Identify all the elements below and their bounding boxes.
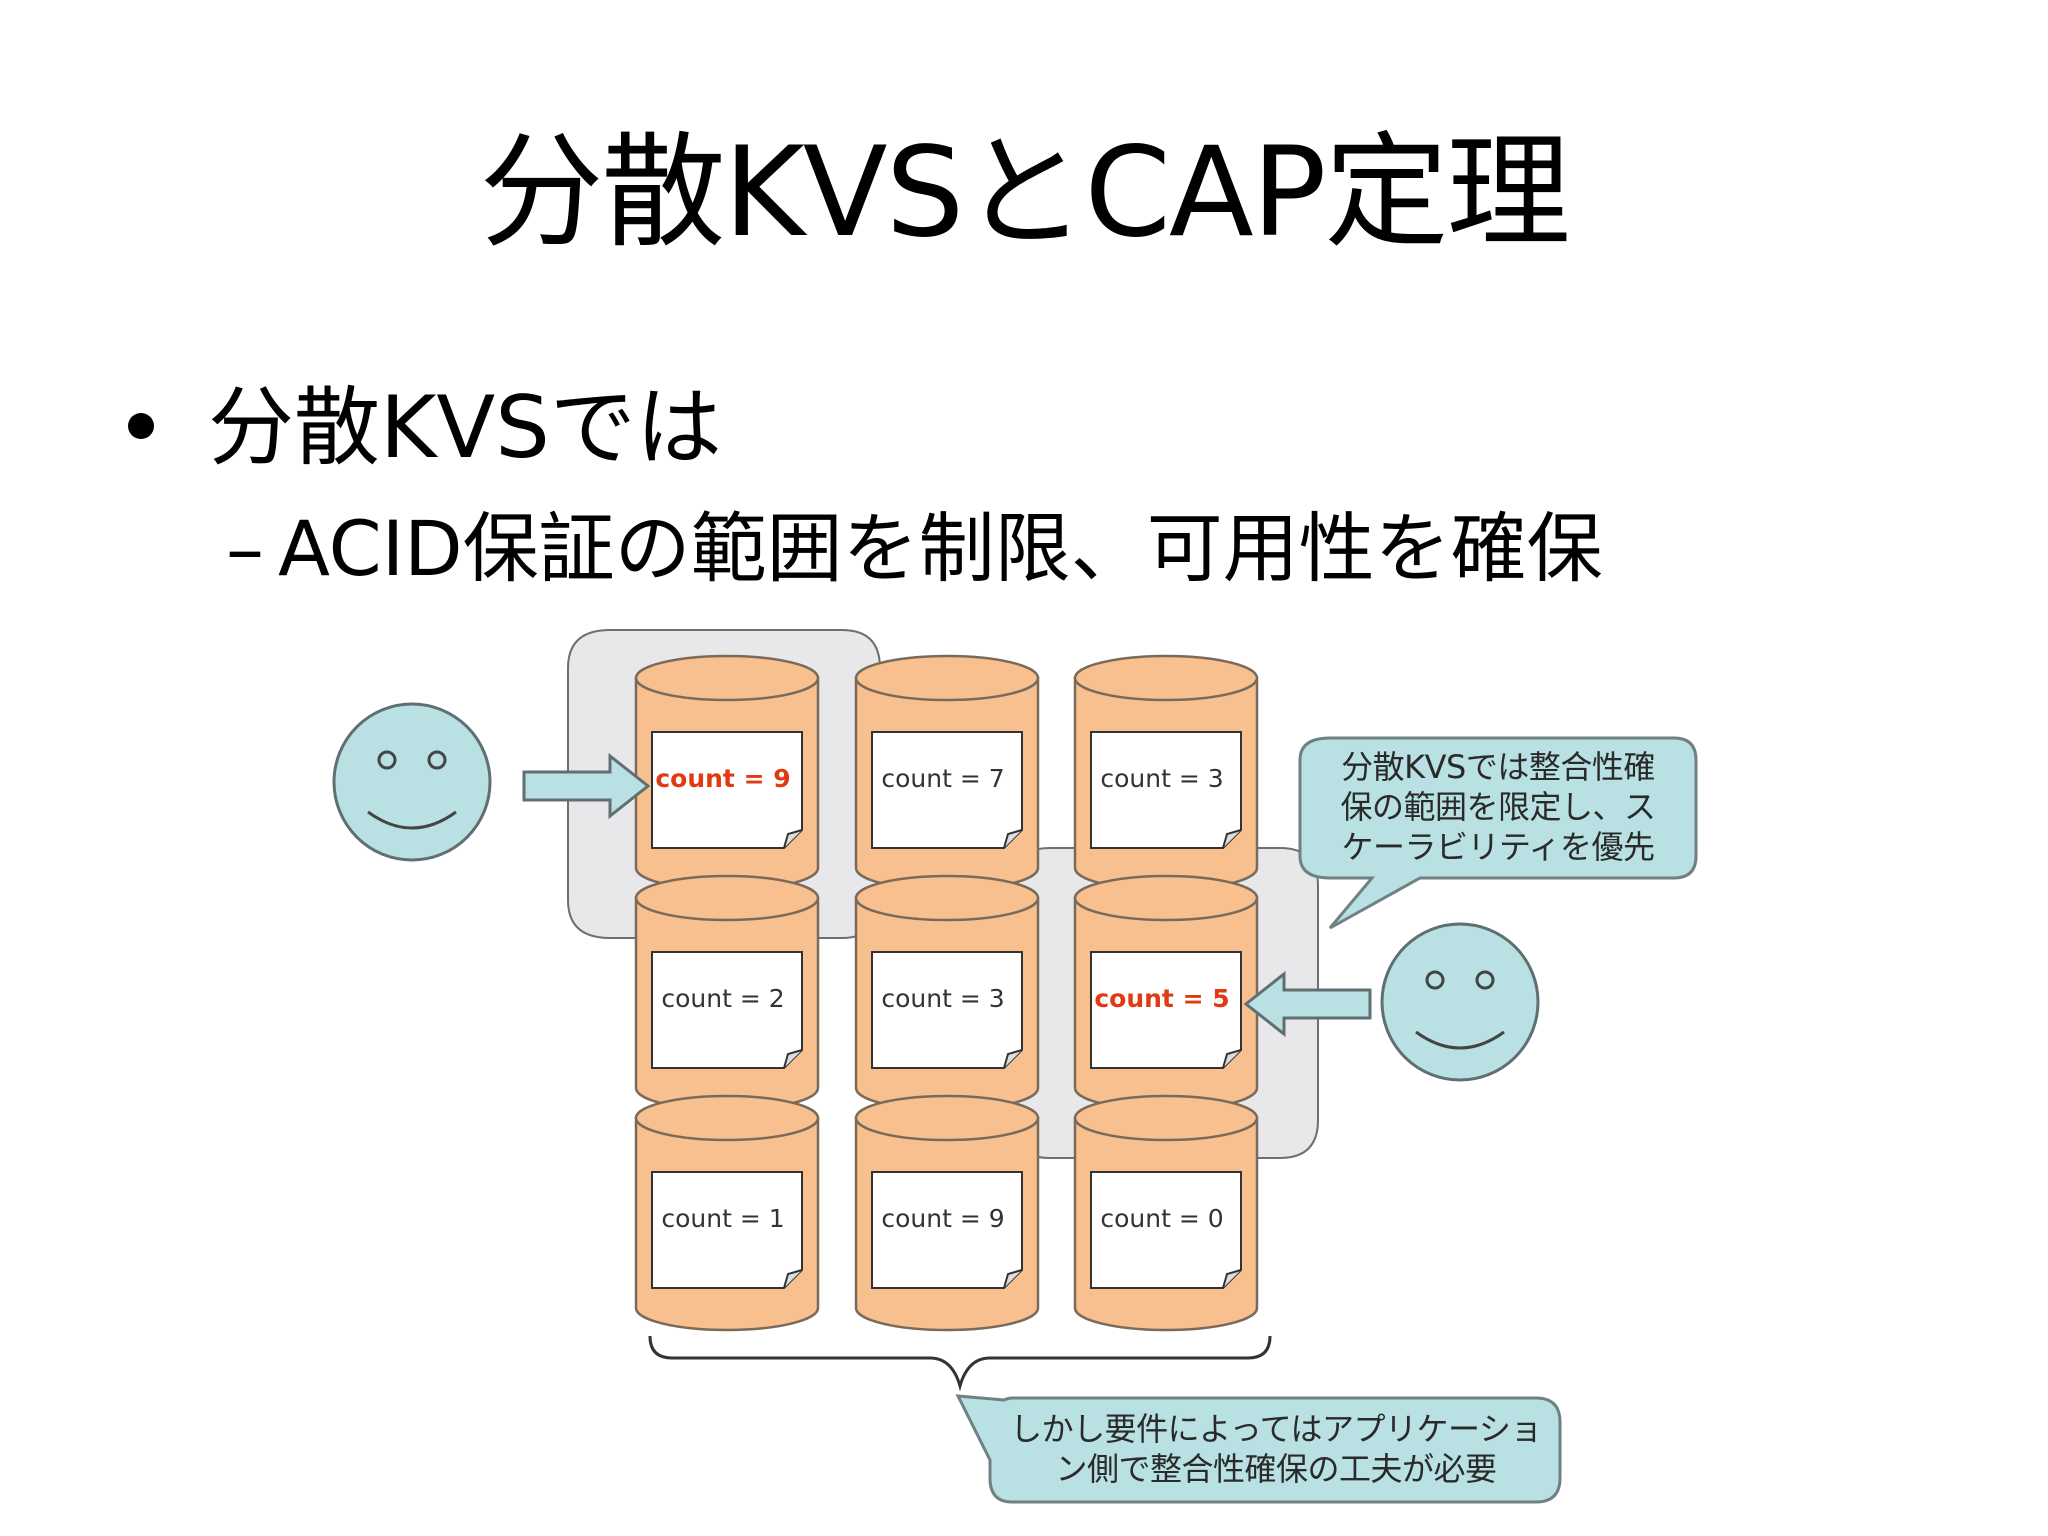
kvs-node: count = 7 bbox=[854, 654, 1040, 892]
node-count-label: count = 3 bbox=[1100, 764, 1223, 793]
grouping-brace bbox=[648, 1335, 1272, 1392]
note-fold bbox=[1003, 829, 1023, 849]
kvs-node: count = 9 bbox=[854, 1094, 1040, 1332]
arrow-left-icon bbox=[1243, 970, 1372, 1038]
kvs-node: count = 9 bbox=[634, 654, 820, 892]
kvs-node-grid: count = 9 count = 7 count = 3 count = 2 coun… bbox=[634, 654, 1259, 1332]
node-count-label: count = 0 bbox=[1100, 1204, 1223, 1233]
callout-line: ン側で整合性確保の工夫が必要 bbox=[1055, 1450, 1496, 1488]
bullet-text: 分散KVSでは bbox=[208, 378, 722, 478]
kvs-node: count = 5 bbox=[1073, 874, 1259, 1112]
note-fold bbox=[783, 1269, 803, 1289]
cylinder-top bbox=[634, 654, 820, 702]
user-left-icon bbox=[332, 702, 492, 862]
node-count-label: count = 9 bbox=[655, 764, 790, 793]
cylinder-top bbox=[1073, 654, 1259, 702]
sub-bullet-item: –ACID保証の範囲を制限、可用性を確保 bbox=[226, 504, 1603, 594]
cylinder-top bbox=[854, 874, 1040, 922]
note-fold bbox=[1222, 1049, 1242, 1069]
kvs-node: count = 2 bbox=[634, 874, 820, 1112]
note-fold bbox=[1003, 1269, 1023, 1289]
callout-line: 分散KVSでは整合性確 bbox=[1341, 748, 1655, 786]
kvs-node: count = 3 bbox=[1073, 654, 1259, 892]
slide-title: 分散KVSとCAP定理 bbox=[479, 121, 1570, 265]
node-count-label: count = 3 bbox=[881, 984, 1004, 1013]
note-fold bbox=[783, 829, 803, 849]
callout-line: しかし要件によってはアプリケーショ bbox=[1010, 1410, 1542, 1448]
cylinder-top bbox=[854, 1094, 1040, 1142]
note-fold bbox=[1222, 1269, 1242, 1289]
user-right-icon bbox=[1380, 922, 1540, 1082]
svg-text:分散KVSでは整合性確保の範囲を限定し、スケーラビリティを優: 分散KVSでは整合性確保の範囲を限定し、スケーラビリティを優先 bbox=[1340, 748, 1655, 866]
node-count-label: count = 7 bbox=[881, 764, 1004, 793]
kvs-node: count = 0 bbox=[1073, 1094, 1259, 1332]
cylinder-top bbox=[634, 874, 820, 922]
kvs-node: count = 3 bbox=[854, 874, 1040, 1112]
node-count-label: count = 5 bbox=[1094, 984, 1229, 1013]
bullet-dot-icon bbox=[128, 412, 154, 439]
callout-line: ケーラビリティを優先 bbox=[1341, 828, 1654, 866]
kvs-node: count = 1 bbox=[634, 1094, 820, 1332]
cylinder-top bbox=[854, 654, 1040, 702]
sub-bullet-dash: – bbox=[226, 504, 264, 593]
note-fold bbox=[783, 1049, 803, 1069]
cylinder-top bbox=[634, 1094, 820, 1142]
node-count-label: count = 2 bbox=[661, 984, 784, 1013]
callout-top: 分散KVSでは整合性確保の範囲を限定し、スケーラビリティを優先 bbox=[1298, 736, 1698, 930]
cylinder-top bbox=[1073, 874, 1259, 922]
svg-text:しかし要件によってはアプリケーション側で整合性確保の工夫が必: しかし要件によってはアプリケーション側で整合性確保の工夫が必要 bbox=[1010, 1410, 1542, 1488]
node-count-label: count = 1 bbox=[661, 1204, 784, 1233]
callout-line: 保の範囲を限定し、ス bbox=[1340, 788, 1655, 826]
node-count-label: count = 9 bbox=[881, 1204, 1004, 1233]
arrow-right-icon bbox=[522, 752, 651, 820]
cylinder-top bbox=[1073, 1094, 1259, 1142]
note-fold bbox=[1003, 1049, 1023, 1069]
note-fold bbox=[1222, 829, 1242, 849]
bullet-item: 分散KVSでは bbox=[128, 378, 722, 478]
sub-bullet-text: ACID保証の範囲を制限、可用性を確保 bbox=[278, 504, 1603, 593]
callout-bottom: しかし要件によってはアプリケーション側で整合性確保の工夫が必要 bbox=[955, 1394, 1562, 1504]
